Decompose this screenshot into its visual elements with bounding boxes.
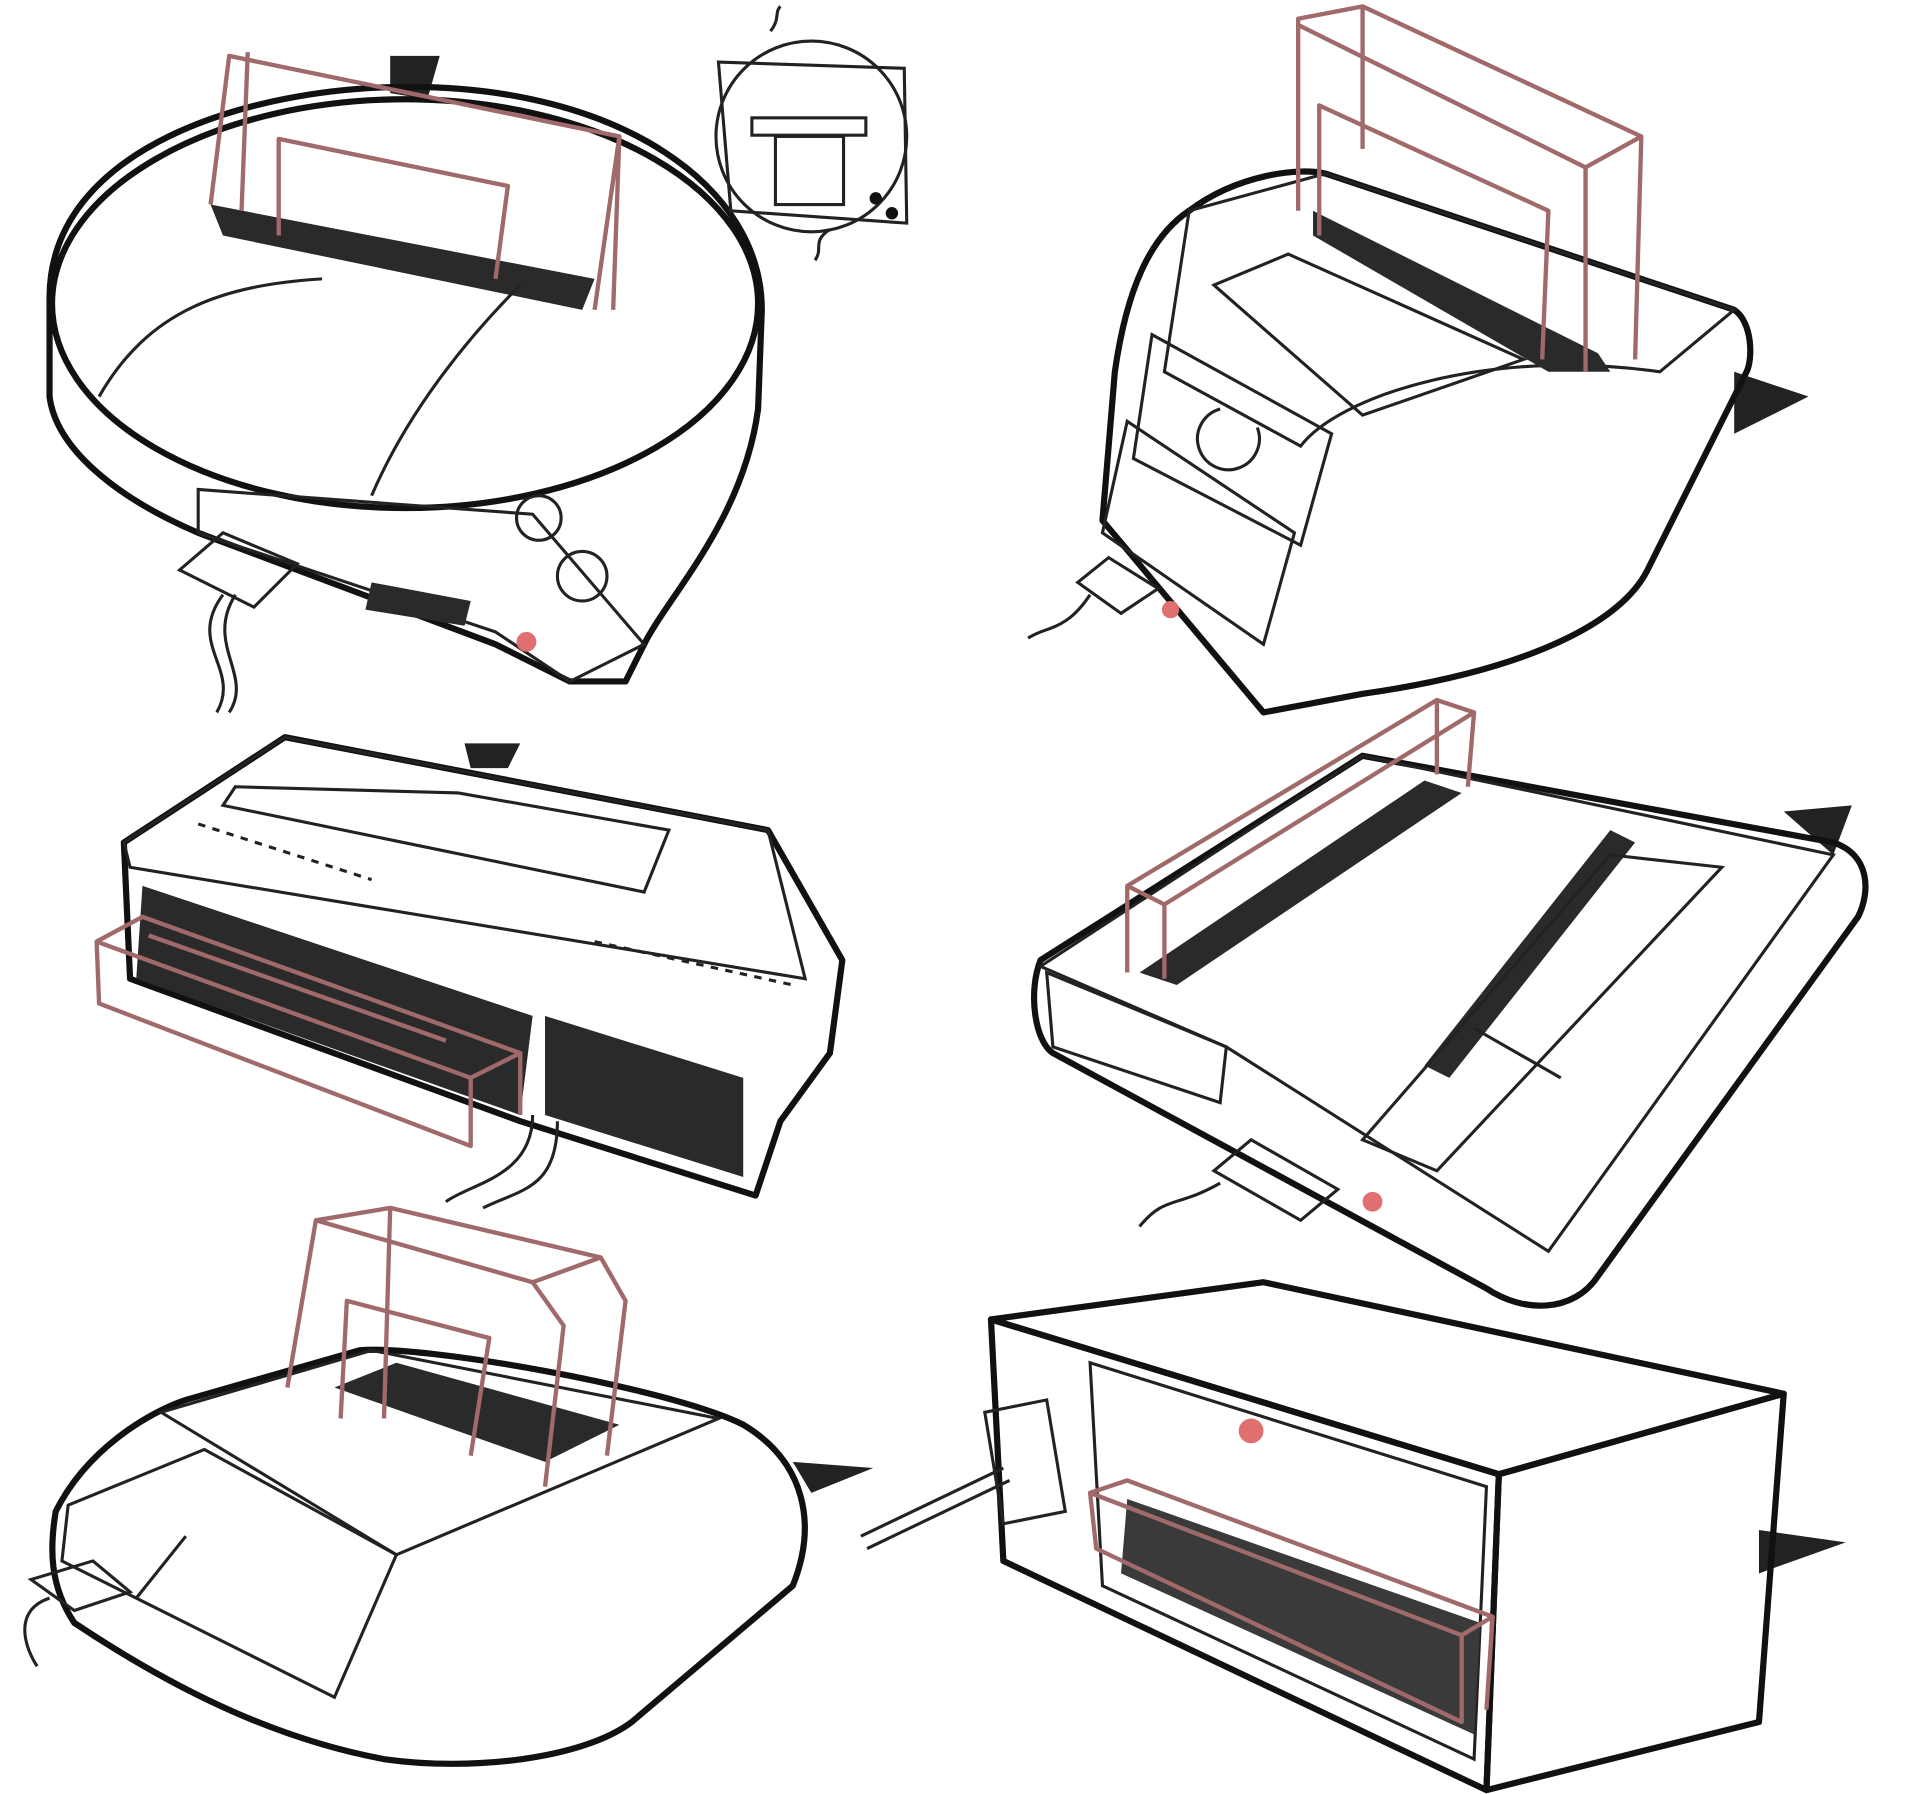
- cartridge-outline: [94, 914, 523, 1149]
- long-slot-console-sketch: [1030, 697, 1869, 1309]
- power-led: [1362, 1191, 1383, 1212]
- cartridge-outline: [1087, 1478, 1495, 1725]
- power-led: [1161, 600, 1180, 619]
- cartridge-outline: [1125, 697, 1477, 979]
- small-circle-sketch: [714, 5, 909, 262]
- cartridge-outline: [208, 52, 622, 311]
- flat-console-sketch: [94, 734, 846, 1210]
- power-led: [1238, 1418, 1264, 1444]
- power-led: [516, 631, 537, 652]
- wedge-console-sketch: [1027, 4, 1809, 716]
- rounded-console-sketch: [23, 1205, 874, 1767]
- cartridge-outline: [1296, 4, 1644, 372]
- box-console-sketch: [860, 1279, 1846, 1794]
- round-console-sketch: [46, 52, 765, 714]
- cartridge-outline: [285, 1205, 628, 1487]
